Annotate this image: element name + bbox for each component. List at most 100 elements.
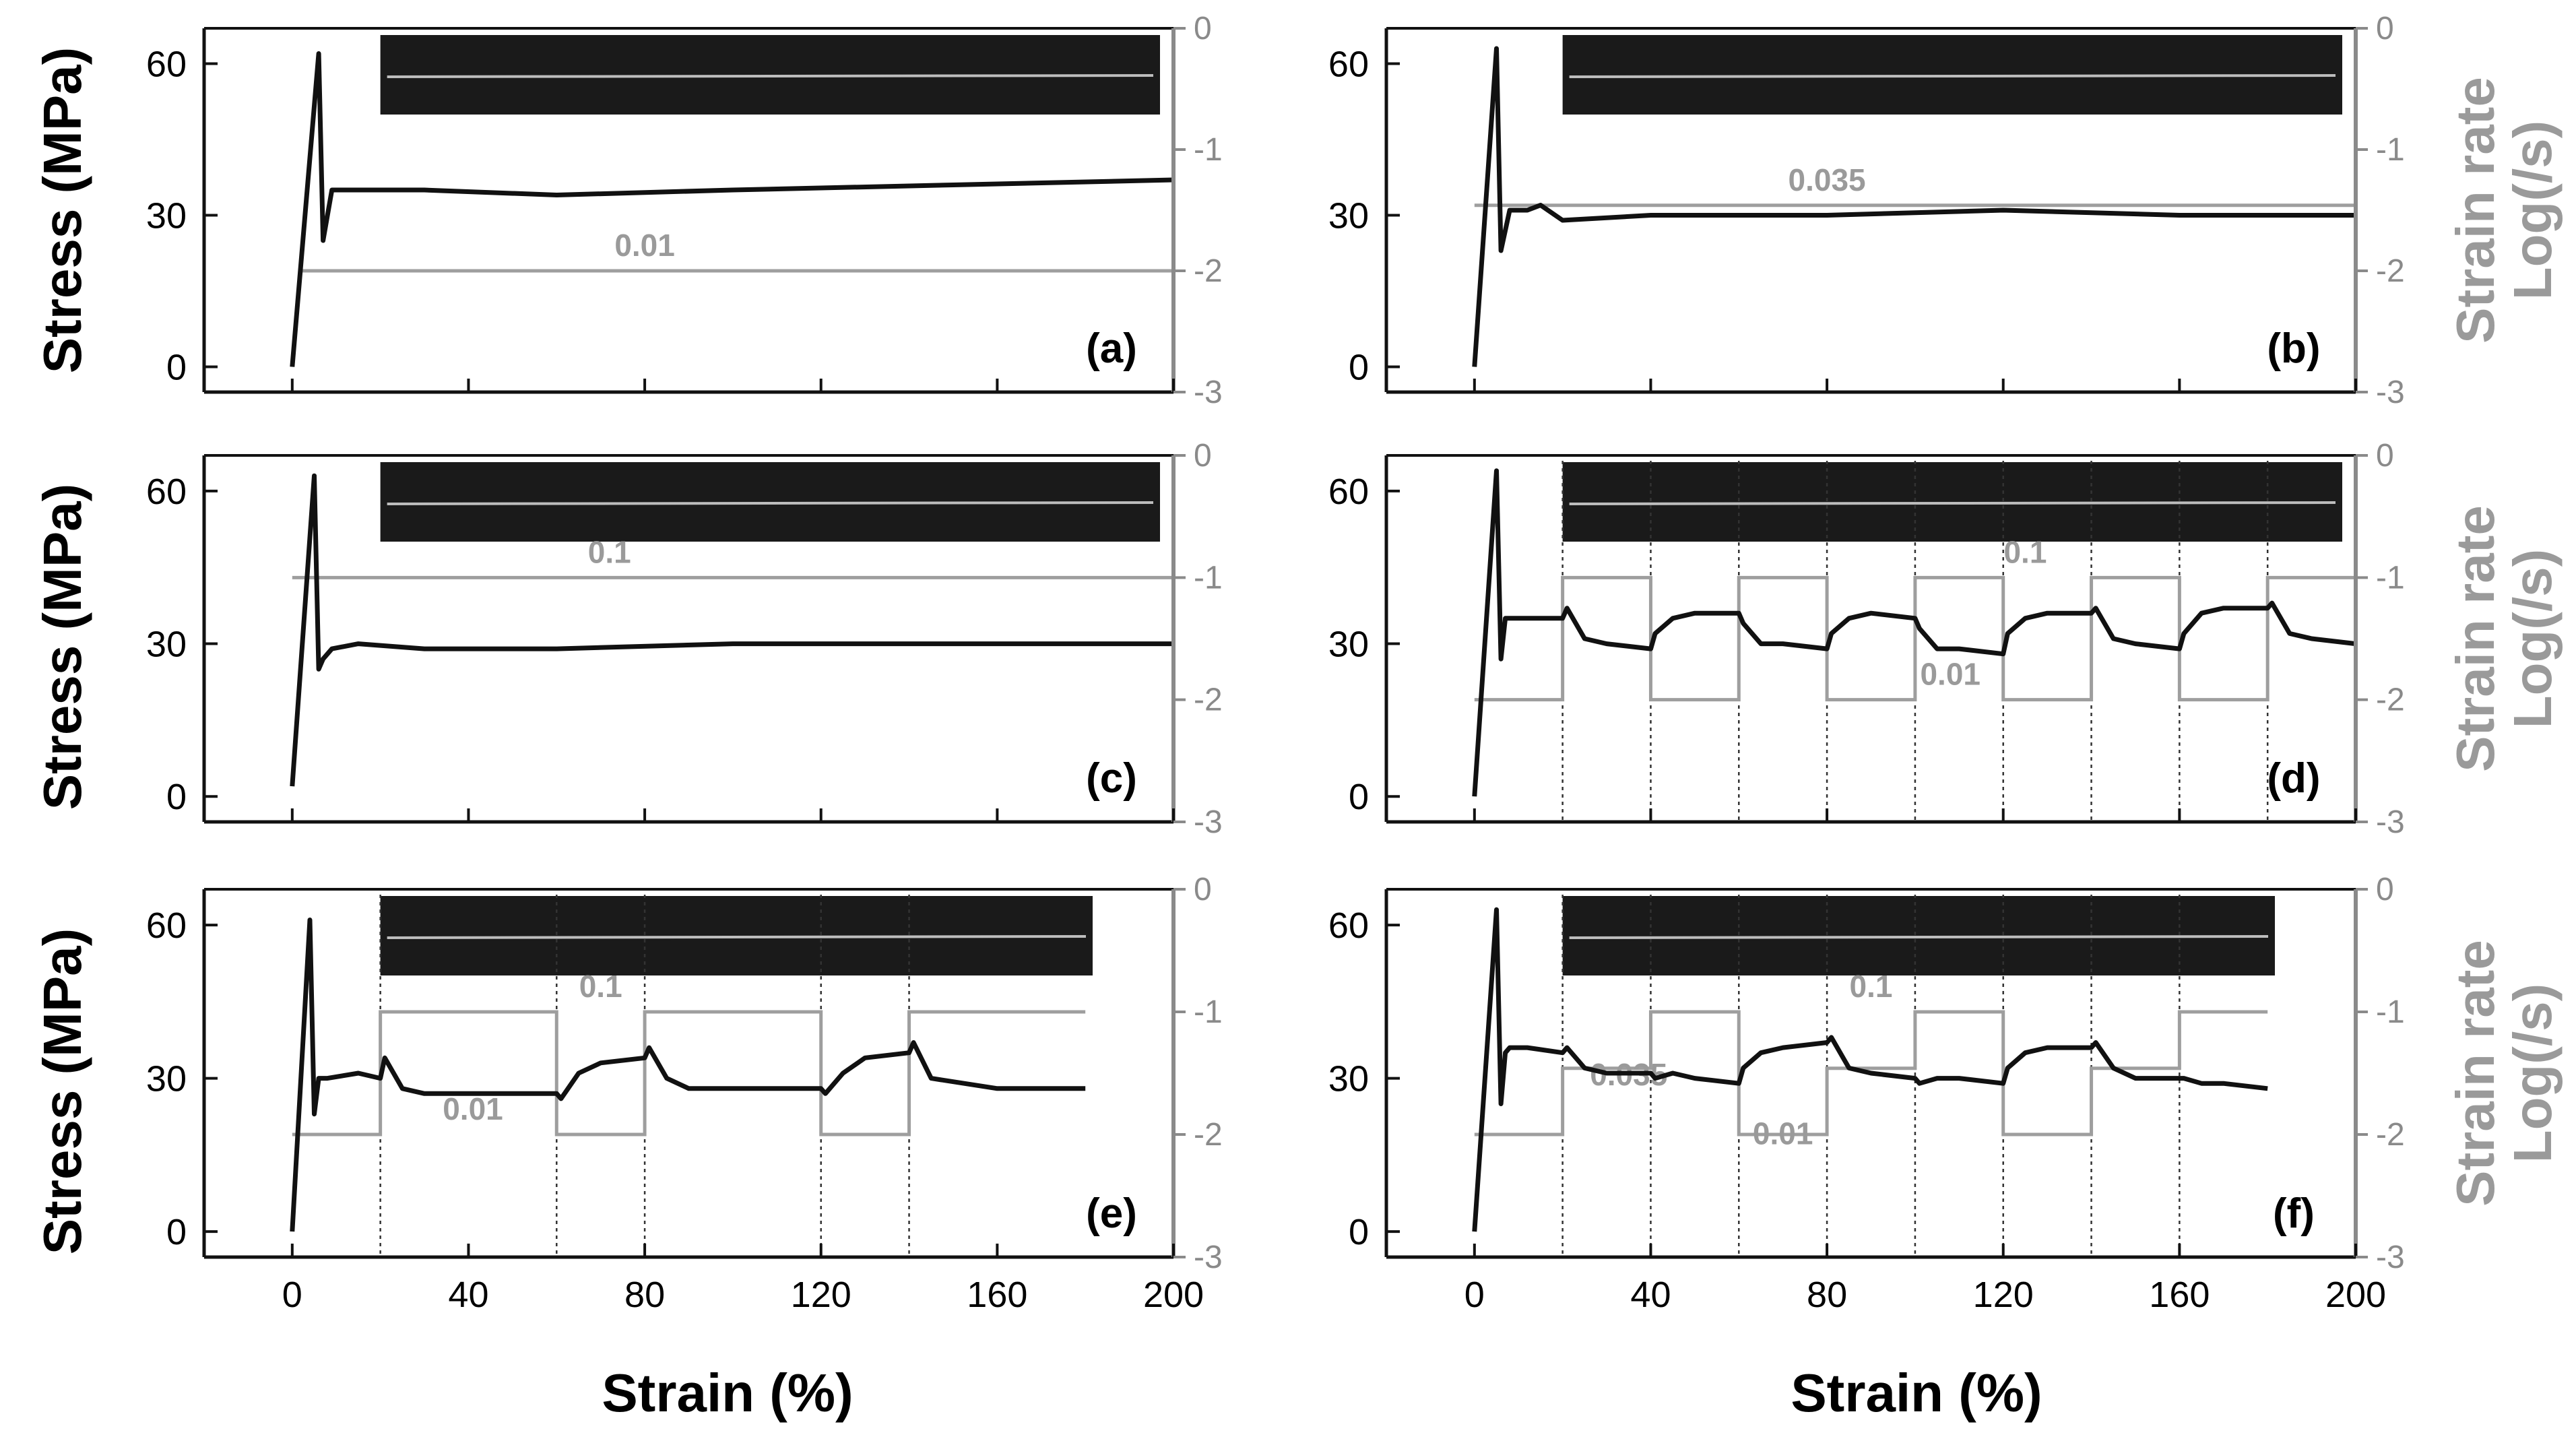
panel-label-b: (b) — [2267, 325, 2320, 372]
y-axis-title-left-middle: Stress (MPa) — [32, 484, 92, 810]
rate-label-a-0: 0.01 — [614, 228, 675, 263]
y-tick-label-b-0: 0 — [1349, 348, 1369, 388]
x-tick-label-e-4: 160 — [967, 1275, 1027, 1315]
y2-tick-label-f-2: -2 — [2376, 1117, 2405, 1153]
y2-tick-label-b-0: 0 — [2376, 11, 2394, 46]
inset-specimen-c — [387, 501, 1154, 505]
y-axis-title-right-line1-b: Strain rate — [2445, 77, 2505, 344]
rate-label-f-1: 0.1 — [1850, 969, 1893, 1004]
y2-tick-label-b-2: -2 — [2376, 253, 2405, 289]
x-tick-label-e-1: 40 — [448, 1275, 488, 1315]
y-axis-title-right-line2-b: Log(/s) — [2503, 121, 2563, 300]
panels-layer: 0.01 0 30 60 0 -1 -2 -3 (a) 0.035 0 30 60 0 -1 -2 -3 (b) S… — [146, 11, 2563, 1315]
y-tick-label-a-0: 0 — [166, 348, 187, 388]
panel-label-d: (d) — [2267, 755, 2320, 802]
x-tick-label-e-2: 80 — [624, 1275, 665, 1315]
y2-tick-label-d-2: -2 — [2376, 682, 2405, 718]
x-tick-label-e-0: 0 — [282, 1275, 302, 1315]
y2-tick-label-c-2: -2 — [1194, 682, 1223, 718]
y2-tick-label-c-0: 0 — [1194, 438, 1212, 474]
y2-tick-label-b-3: -3 — [2376, 375, 2405, 410]
y-tick-label-a-2: 60 — [146, 44, 187, 85]
y-tick-label-a-1: 30 — [146, 196, 187, 236]
inset-specimen-d — [1569, 501, 2336, 505]
y2-tick-label-d-0: 0 — [2376, 438, 2394, 474]
y-tick-label-c-0: 0 — [166, 777, 187, 817]
rate-label-d-1: 0.01 — [1920, 657, 1981, 692]
x-tick-label-f-5: 200 — [2325, 1275, 2386, 1315]
y-axis-title-left-top: Stress (MPa) — [32, 47, 92, 374]
rate-profile-d — [1474, 575, 2356, 702]
stress-curve-b — [1472, 46, 2356, 367]
stress-curve-f — [1472, 907, 2268, 1232]
x-tick-label-f-3: 120 — [1973, 1275, 2034, 1315]
inset-specimen-f — [1569, 935, 2269, 939]
y2-tick-label-e-2: -2 — [1194, 1117, 1223, 1153]
y2-tick-label-e-0: 0 — [1194, 872, 1212, 907]
panel-a: 0.01 0 30 60 0 -1 -2 -3 (a) — [146, 11, 1223, 410]
y-axis-title-right-line2-d: Log(/s) — [2503, 549, 2563, 729]
y2-tick-label-a-1: -1 — [1194, 132, 1223, 168]
panel-label-c: (c) — [1086, 755, 1137, 802]
y2-tick-label-d-1: -1 — [2376, 560, 2405, 596]
y-axis-title-left-bottom: Stress (MPa) — [32, 928, 92, 1255]
y2-tick-label-e-3: -3 — [1194, 1240, 1223, 1275]
panel-label-a: (a) — [1086, 325, 1137, 372]
y-tick-label-c-2: 60 — [146, 472, 187, 512]
panel-label-f: (f) — [2273, 1190, 2315, 1237]
rate-label-b-0: 0.035 — [1789, 162, 1866, 197]
y2-tick-label-f-3: -3 — [2376, 1240, 2405, 1275]
y-tick-label-e-0: 0 — [166, 1212, 187, 1252]
y2-tick-label-f-0: 0 — [2376, 872, 2394, 907]
rate-label-f-2: 0.01 — [1753, 1116, 1813, 1151]
stress-curve-c — [290, 473, 1173, 787]
inset-specimen-b — [1569, 74, 2336, 78]
x-tick-label-f-4: 160 — [2149, 1275, 2210, 1315]
y2-tick-label-d-3: -3 — [2376, 804, 2405, 840]
axis-titles-layer: Stress (MPa) Stress (MPa) Stress (MPa) S… — [32, 47, 2042, 1423]
y-tick-label-d-2: 60 — [1328, 472, 1369, 512]
rate-label-c-0: 0.1 — [588, 534, 631, 569]
x-tick-label-f-2: 80 — [1807, 1275, 1847, 1315]
y2-tick-label-a-3: -3 — [1194, 375, 1223, 410]
x-axis-title-right: Strain (%) — [1791, 1363, 2042, 1423]
panel-label-e: (e) — [1086, 1190, 1137, 1237]
stress-curve-d — [1472, 468, 2356, 797]
stress-curve-a — [290, 51, 1174, 367]
rate-profile-e — [292, 1010, 1086, 1136]
y2-tick-label-c-3: -3 — [1194, 804, 1223, 840]
x-tick-label-f-0: 0 — [1464, 1275, 1485, 1315]
y2-tick-label-f-1: -1 — [2376, 994, 2405, 1030]
y-tick-label-f-0: 0 — [1349, 1212, 1369, 1252]
inset-specimen-e — [387, 935, 1087, 939]
x-tick-label-e-5: 200 — [1143, 1275, 1204, 1315]
x-tick-label-f-1: 40 — [1630, 1275, 1671, 1315]
y2-tick-label-a-2: -2 — [1194, 253, 1223, 289]
rate-label-e-0: 0.1 — [579, 969, 622, 1004]
x-tick-label-e-3: 120 — [791, 1275, 851, 1315]
panel-e: 0.1 0.01 0 30 60 0 40 80 120 160 200 0 -1 -2 -3 (e) — [146, 872, 1223, 1315]
y-tick-label-b-2: 60 — [1328, 44, 1369, 85]
y2-tick-label-e-1: -1 — [1194, 994, 1223, 1030]
y-tick-label-e-2: 60 — [146, 905, 187, 946]
y-tick-label-d-0: 0 — [1349, 777, 1369, 817]
x-axis-title-left: Strain (%) — [602, 1363, 853, 1423]
y-tick-label-f-1: 30 — [1328, 1059, 1369, 1099]
inset-specimen-a — [387, 74, 1154, 78]
y-tick-label-c-1: 30 — [146, 625, 187, 665]
y-tick-label-e-1: 30 — [146, 1059, 187, 1099]
y-tick-label-f-2: 60 — [1328, 905, 1369, 946]
y-axis-title-right-line1-f: Strain rate — [2445, 940, 2505, 1207]
y2-tick-label-a-0: 0 — [1194, 11, 1212, 46]
stress-curve-e — [290, 918, 1086, 1232]
rate-label-e-1: 0.01 — [443, 1091, 503, 1126]
y2-tick-label-b-1: -1 — [2376, 132, 2405, 168]
y-axis-title-right-line2-f: Log(/s) — [2503, 984, 2563, 1163]
y2-tick-label-c-1: -1 — [1194, 560, 1223, 596]
y-tick-label-d-1: 30 — [1328, 625, 1369, 665]
panel-c: 0.1 0 30 60 0 -1 -2 -3 (c) — [146, 438, 1223, 840]
